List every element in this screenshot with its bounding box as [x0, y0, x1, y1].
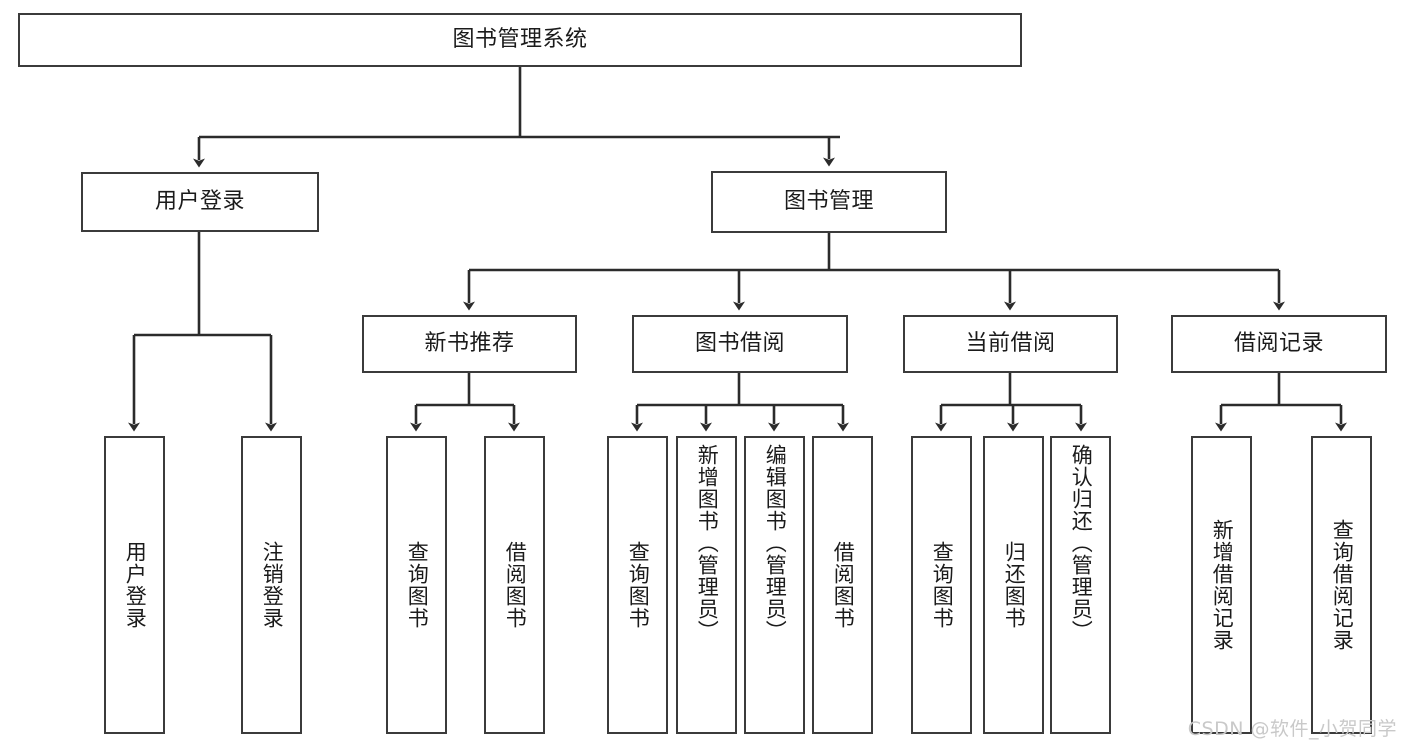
node-new-book-recommend[interactable]: 新书推荐 — [362, 315, 577, 373]
leaf-node[interactable]: 借阅图书 — [484, 436, 545, 734]
leaf-node-label: 查询图书 — [405, 541, 430, 629]
leaf-node-label: 确认归还（管理员） — [1069, 444, 1094, 642]
leaf-node-label: 查询图书 — [626, 541, 651, 629]
node-new-book-recommend-label: 新书推荐 — [424, 330, 515, 356]
leaf-node[interactable]: 新增图书（管理员） — [676, 436, 737, 734]
leaf-node[interactable]: 确认归还（管理员） — [1050, 436, 1111, 734]
leaf-node-label: 查询图书 — [930, 541, 955, 629]
node-book-management-label: 图书管理 — [783, 188, 874, 214]
watermark-text: CSDN @软件_小贺同学 — [1187, 718, 1397, 740]
leaf-node[interactable]: 用户登录 — [104, 436, 165, 734]
leaf-node-label: 借阅图书 — [831, 541, 856, 629]
leaf-node[interactable]: 借阅图书 — [812, 436, 873, 734]
node-book-borrow-label: 图书借阅 — [694, 330, 785, 356]
leaf-node[interactable]: 查询借阅记录 — [1311, 436, 1372, 734]
node-book-borrow[interactable]: 图书借阅 — [632, 315, 848, 373]
leaf-node-label: 查询借阅记录 — [1330, 519, 1355, 651]
leaf-node-label: 新增图书（管理员） — [695, 444, 720, 642]
node-current-borrow[interactable]: 当前借阅 — [903, 315, 1118, 373]
node-book-management[interactable]: 图书管理 — [711, 171, 947, 233]
leaf-node-label: 归还图书 — [1002, 541, 1027, 629]
node-root[interactable]: 图书管理系统 — [18, 13, 1022, 67]
leaf-node-label: 用户登录 — [123, 541, 148, 629]
node-user-login[interactable]: 用户登录 — [81, 172, 319, 232]
leaf-node[interactable]: 查询图书 — [607, 436, 668, 734]
node-borrow-records[interactable]: 借阅记录 — [1171, 315, 1387, 373]
node-borrow-records-label: 借阅记录 — [1233, 330, 1324, 356]
leaf-node[interactable]: 查询图书 — [911, 436, 972, 734]
leaf-node-label: 新增借阅记录 — [1210, 519, 1235, 651]
node-user-login-label: 用户登录 — [154, 188, 245, 214]
leaf-node[interactable]: 编辑图书（管理员） — [744, 436, 805, 734]
node-current-borrow-label: 当前借阅 — [965, 330, 1056, 356]
leaf-node[interactable]: 注销登录 — [241, 436, 302, 734]
node-root-label: 图书管理系统 — [452, 26, 588, 52]
leaf-node-label: 编辑图书（管理员） — [763, 444, 788, 642]
leaf-node[interactable]: 新增借阅记录 — [1191, 436, 1252, 734]
leaf-node-label: 注销登录 — [260, 541, 285, 629]
leaf-node-label: 借阅图书 — [503, 541, 528, 629]
leaf-node[interactable]: 归还图书 — [983, 436, 1044, 734]
leaf-node[interactable]: 查询图书 — [386, 436, 447, 734]
